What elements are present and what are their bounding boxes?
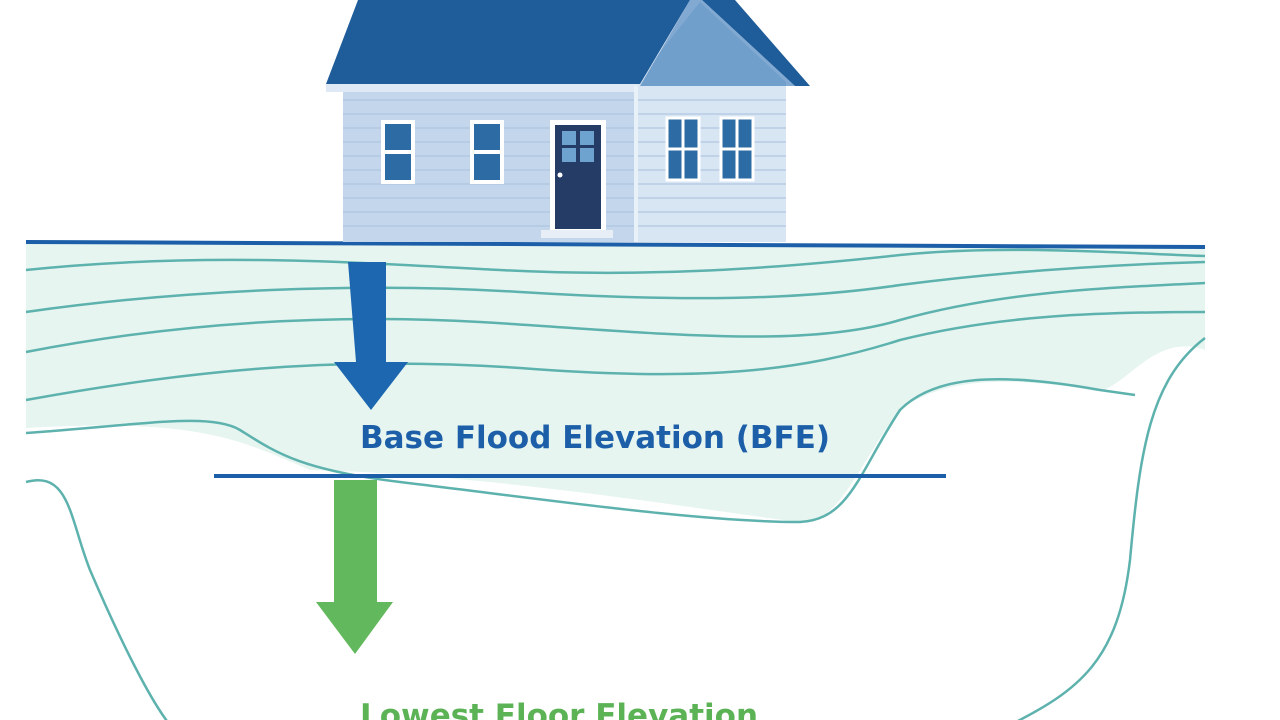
house-corner — [634, 86, 638, 242]
bfe-arrow-icon — [334, 262, 408, 410]
house-gable-roof — [690, 0, 810, 86]
lfe-label: Lowest Floor Elevation — [360, 698, 759, 720]
wave-line — [25, 377, 1136, 524]
basin-outline — [25, 337, 1206, 720]
flood-zone — [26, 243, 1205, 523]
house-gable-edge — [640, 0, 795, 86]
lfe-arrow-icon — [316, 480, 393, 654]
house-icon — [326, 0, 810, 242]
house-side-wall — [636, 82, 786, 242]
window-icon — [719, 116, 755, 182]
window-icon — [665, 116, 701, 182]
bfe-label: Base Flood Elevation (BFE) — [360, 420, 831, 456]
door-icon — [550, 120, 606, 232]
ground-line — [25, 240, 1206, 249]
window-icon — [470, 120, 504, 184]
house-roof-trim — [326, 84, 638, 92]
wave-line — [25, 248, 1206, 275]
water-waves — [25, 248, 1206, 720]
door-step — [541, 230, 613, 238]
window-icon — [381, 120, 415, 184]
wave-line — [25, 310, 1206, 402]
house-roof — [326, 0, 690, 84]
wave-line — [25, 281, 1206, 354]
wave-line — [25, 260, 1206, 314]
